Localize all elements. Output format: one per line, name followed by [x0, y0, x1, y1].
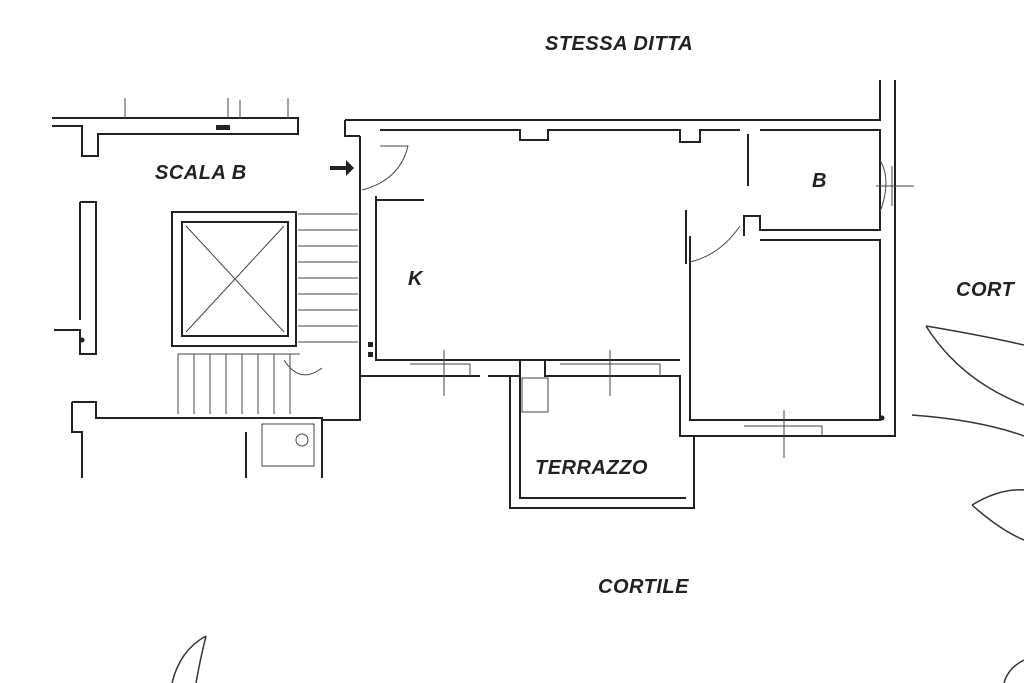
label-cortile: CORTILE — [598, 576, 689, 598]
label-scala-b: SCALA B — [155, 162, 247, 184]
garden-sketch — [171, 325, 1024, 683]
entrance-arrow-icon — [330, 160, 354, 176]
label-bathroom: B — [812, 170, 827, 192]
apartment-walls — [79, 80, 914, 509]
label-kitchen: K — [408, 268, 423, 290]
stairwell — [171, 211, 358, 467]
label-cortile-right: CORT — [956, 279, 1015, 301]
label-terrazzo: TERRAZZO — [535, 457, 648, 479]
label-stessa-ditta: STESSA DITTA — [545, 33, 694, 55]
neighbor-walls — [52, 98, 323, 478]
